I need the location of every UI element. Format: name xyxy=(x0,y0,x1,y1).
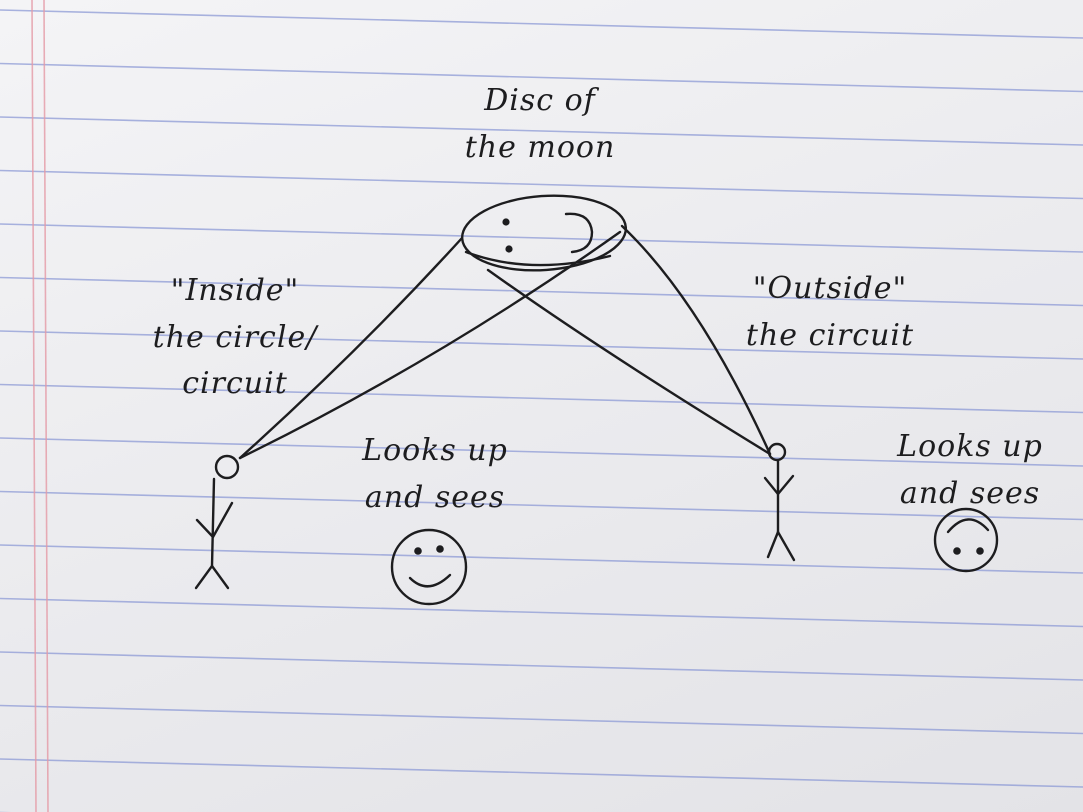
rule-line xyxy=(0,330,1083,360)
smiley-eye xyxy=(436,545,444,553)
rule-line xyxy=(0,116,1083,146)
upright-smiley-icon xyxy=(390,528,468,606)
rule-line xyxy=(0,490,1083,521)
rule-line xyxy=(0,276,1083,307)
margin-line xyxy=(43,0,49,812)
stick-figure-icon xyxy=(763,442,796,562)
inside-label-line3: circuit xyxy=(182,366,288,401)
sight-line-left-upper xyxy=(238,236,464,460)
inside-label-line1: "Inside" xyxy=(170,273,300,308)
smiley-eye xyxy=(976,547,984,555)
smiley-eye xyxy=(414,547,422,555)
margin-lines xyxy=(31,0,49,812)
rule-line xyxy=(0,223,1083,253)
rule-line xyxy=(0,704,1083,735)
right-looks-up-label: Looks up and sees xyxy=(880,424,1060,517)
rule-line xyxy=(0,651,1083,681)
rule-line xyxy=(0,62,1083,93)
stick-figure-icon xyxy=(194,454,240,590)
rule-line xyxy=(0,169,1083,200)
margin-line xyxy=(31,0,37,812)
rule-line xyxy=(0,758,1083,788)
left-looks-up-label: Looks up and sees xyxy=(340,428,530,521)
moon-eye xyxy=(505,245,513,253)
outside-label-line1: "Outside" xyxy=(752,271,908,306)
right-looks-up-line1: Looks up xyxy=(897,429,1043,464)
rule-line xyxy=(0,383,1083,414)
inside-label-line2: the circle/ xyxy=(152,319,318,355)
outside-label: "Outside" the circuit xyxy=(720,266,940,359)
ruled-lines xyxy=(0,9,1083,812)
rule-line xyxy=(0,597,1083,628)
moon-eye xyxy=(502,218,510,226)
moon-label-line2: the moon xyxy=(464,129,616,165)
left-looks-up-line2: and sees xyxy=(364,479,506,515)
rule-line xyxy=(0,437,1083,467)
inside-label: "Inside" the circle/ circuit xyxy=(130,268,340,408)
rule-line xyxy=(0,9,1083,39)
sight-line-right-lower xyxy=(486,268,772,456)
moon-label: Disc of the moon xyxy=(440,78,640,171)
right-looks-up-line2: and sees xyxy=(899,475,1041,511)
smiley-eye xyxy=(953,547,961,555)
moon-label-line1: Disc of xyxy=(484,83,596,118)
sight-line-right-upper xyxy=(620,224,772,456)
left-looks-up-line1: Looks up xyxy=(362,433,508,468)
outside-label-line2: the circuit xyxy=(745,317,915,353)
moon-disc-face-icon xyxy=(460,194,628,272)
upside-down-smiley-icon xyxy=(933,507,999,573)
rule-line xyxy=(0,544,1083,574)
